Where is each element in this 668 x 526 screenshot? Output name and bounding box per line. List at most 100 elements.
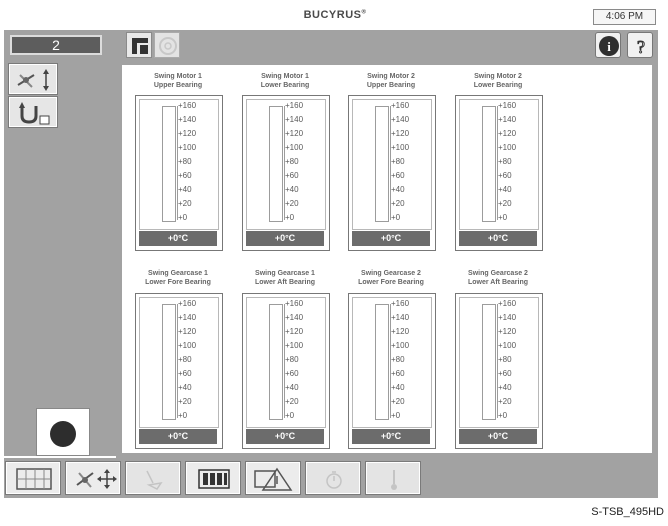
temperature-gauge: +160+140+120+100+80+60+40+20+0+0°C <box>242 95 330 251</box>
gauge-title: Swing Motor 1 Lower Bearing <box>230 72 340 90</box>
scale-tick-label: +120 <box>178 129 197 138</box>
temperature-readout: +0°C <box>246 429 324 444</box>
scale-tick-label: +0 <box>498 411 508 420</box>
temperature-button[interactable] <box>365 461 421 495</box>
scale-tick-label: +40 <box>178 383 192 392</box>
dipper-button[interactable] <box>125 461 181 495</box>
brand-logo: BUCYRUS® <box>303 9 367 21</box>
scale-tick-label: +60 <box>178 171 192 180</box>
gauge-scale <box>177 304 178 418</box>
thermometer-icon <box>391 470 397 490</box>
temperature-readout: +0°C <box>459 231 537 246</box>
gauge-title-line2: Upper Bearing <box>366 82 416 89</box>
scale-tick-label: +0 <box>391 411 401 420</box>
slew-swing-button[interactable] <box>8 63 58 95</box>
scale-tick-label: +0 <box>498 213 508 222</box>
scale-tick-label: +0 <box>391 213 401 222</box>
timer-button[interactable] <box>305 461 361 495</box>
gauge-title-line2: Lower Aft Bearing <box>254 279 316 286</box>
scale-tick-label: +40 <box>391 383 405 392</box>
scale-tick-label: +60 <box>498 171 512 180</box>
info-icon: i <box>599 36 619 56</box>
trend-button[interactable] <box>5 461 61 495</box>
scale-tick-label: +100 <box>178 341 197 350</box>
scale-tick-label: +120 <box>178 327 197 336</box>
scale-tick-label: +160 <box>285 101 304 110</box>
battery-icon <box>198 469 230 489</box>
gauge-scale <box>284 106 285 220</box>
scale-tick-label: +0 <box>285 411 295 420</box>
temperature-readout: +0°C <box>246 231 324 246</box>
scale-tick-label: +60 <box>285 369 299 378</box>
gauge-scale <box>390 304 391 418</box>
gauge-scale <box>284 304 285 418</box>
scale-tick-label: +20 <box>391 397 405 406</box>
scale-tick-label: +40 <box>285 185 299 194</box>
gauge-title-line1: Swing Motor 1 <box>261 73 309 80</box>
scale-tick-label: +100 <box>498 341 517 350</box>
gauge-title-line2: Lower Fore Bearing <box>145 279 211 286</box>
gauge-bar <box>482 304 496 420</box>
rotate-u-icon <box>19 102 50 125</box>
scale-tick-label: +20 <box>498 397 512 406</box>
scale-tick-label: +40 <box>498 185 512 194</box>
scale-tick-label: +20 <box>178 397 192 406</box>
scale-tick-label: +140 <box>391 115 410 124</box>
scale-tick-label: +140 <box>285 313 304 322</box>
gauge-title: Swing Motor 2 Upper Bearing <box>336 72 446 90</box>
gauge-title-line1: Swing Gearcase 1 <box>255 270 315 277</box>
gauge-bar <box>482 106 496 222</box>
svg-text:?: ? <box>637 37 645 57</box>
gauge-title-line1: Swing Gearcase 2 <box>468 270 528 277</box>
gauge-bar <box>269 304 283 420</box>
gauge-bar <box>375 304 389 420</box>
gauge-title-line1: Swing Motor 2 <box>367 73 415 80</box>
scale-tick-label: +80 <box>498 157 512 166</box>
temperature-gauge: +160+140+120+100+80+60+40+20+0+0°C <box>455 95 543 251</box>
temperature-readout: +0°C <box>352 429 430 444</box>
scale-tick-label: +100 <box>498 143 517 152</box>
status-dot <box>50 421 76 447</box>
gauge-title-line1: Swing Motor 1 <box>154 73 202 80</box>
temperature-gauge: +160+140+120+100+80+60+40+20+0+0°C <box>348 293 436 449</box>
gauge-title-line2: Lower Bearing <box>260 82 310 89</box>
scale-tick-label: +140 <box>285 115 304 124</box>
temperature-readout: +0°C <box>352 231 430 246</box>
crane-arrows-icon <box>76 469 117 489</box>
tab-machine[interactable] <box>126 32 152 58</box>
temperature-gauge: +160+140+120+100+80+60+40+20+0+0°C <box>135 95 223 251</box>
info-button[interactable]: i <box>595 32 621 58</box>
alarm-button[interactable] <box>245 461 301 495</box>
help-icon: ? <box>637 37 646 58</box>
gauge-title-line1: Swing Motor 2 <box>474 73 522 80</box>
scale-tick-label: +40 <box>498 383 512 392</box>
scale-tick-label: +0 <box>178 213 188 222</box>
scale-tick-label: +80 <box>178 355 192 364</box>
scale-tick-label: +60 <box>498 369 512 378</box>
tab-settings[interactable] <box>154 32 180 58</box>
gauge-frame: +160+140+120+100+80+60+40+20+0 <box>246 99 326 230</box>
temperature-gauge: +160+140+120+100+80+60+40+20+0+0°C <box>135 293 223 449</box>
scale-tick-label: +140 <box>178 115 197 124</box>
warning-triangle-icon <box>254 467 293 491</box>
scale-tick-label: +120 <box>285 129 304 138</box>
motion-button[interactable] <box>65 461 121 495</box>
battery-button[interactable] <box>185 461 241 495</box>
gauge-bar <box>162 106 176 222</box>
scale-tick-label: +80 <box>285 157 299 166</box>
scale-tick-label: +100 <box>285 341 304 350</box>
scale-tick-label: +80 <box>498 355 512 364</box>
gauge-scale <box>390 106 391 220</box>
temperature-gauge: +160+140+120+100+80+60+40+20+0+0°C <box>455 293 543 449</box>
scale-tick-label: +160 <box>498 299 517 308</box>
temperature-readout: +0°C <box>459 429 537 444</box>
gauge-title-line1: Swing Gearcase 1 <box>148 270 208 277</box>
rotation-mode-button[interactable] <box>8 96 58 128</box>
gauge-title: Swing Gearcase 1 Lower Aft Bearing <box>230 269 340 287</box>
scale-tick-label: +100 <box>391 143 410 152</box>
svg-text:i: i <box>607 39 611 54</box>
help-button[interactable]: ? <box>627 32 653 58</box>
